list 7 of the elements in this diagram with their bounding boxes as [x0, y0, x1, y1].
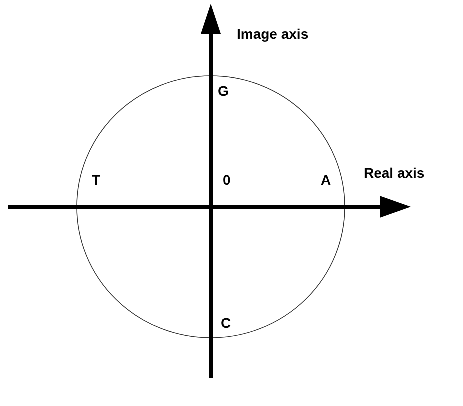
- point-label: T: [92, 173, 101, 187]
- point-label: C: [221, 316, 232, 330]
- axis-label: Image axis: [237, 27, 309, 41]
- axis-label: Real axis: [364, 166, 425, 180]
- point-label: A: [321, 173, 332, 187]
- origin-label: 0: [223, 173, 231, 187]
- point-label: G: [218, 84, 229, 98]
